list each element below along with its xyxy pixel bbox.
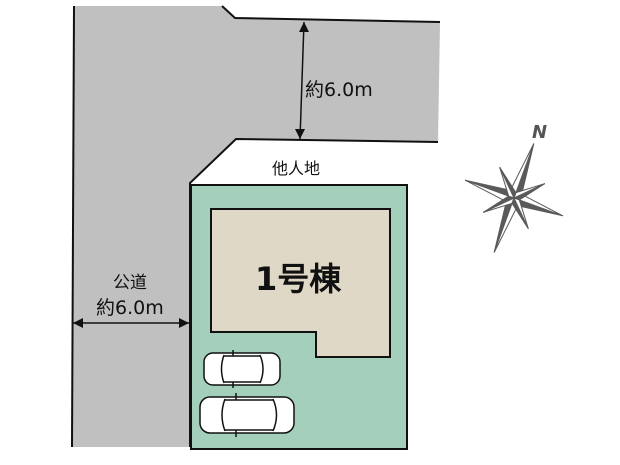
road-outline-left [71,5,75,448]
public-road-width-label: 約6.0m [96,297,164,319]
building-footprint [210,208,391,358]
compass-rose-icon [464,143,564,253]
car-icon [199,393,295,437]
public-road-label: 公道 [113,273,147,293]
north-label: N [532,122,548,143]
dimension-arrow-vertical [295,21,309,140]
neighbor-land-label: 他人地 [272,159,321,178]
building-label: 1号棟 [255,260,342,298]
dimension-arrow-horizontal [73,318,189,328]
road-outline-top [221,5,441,23]
top-road-width-label: 約6.0m [305,79,373,101]
road-area [72,6,440,447]
car-icon [203,350,281,388]
